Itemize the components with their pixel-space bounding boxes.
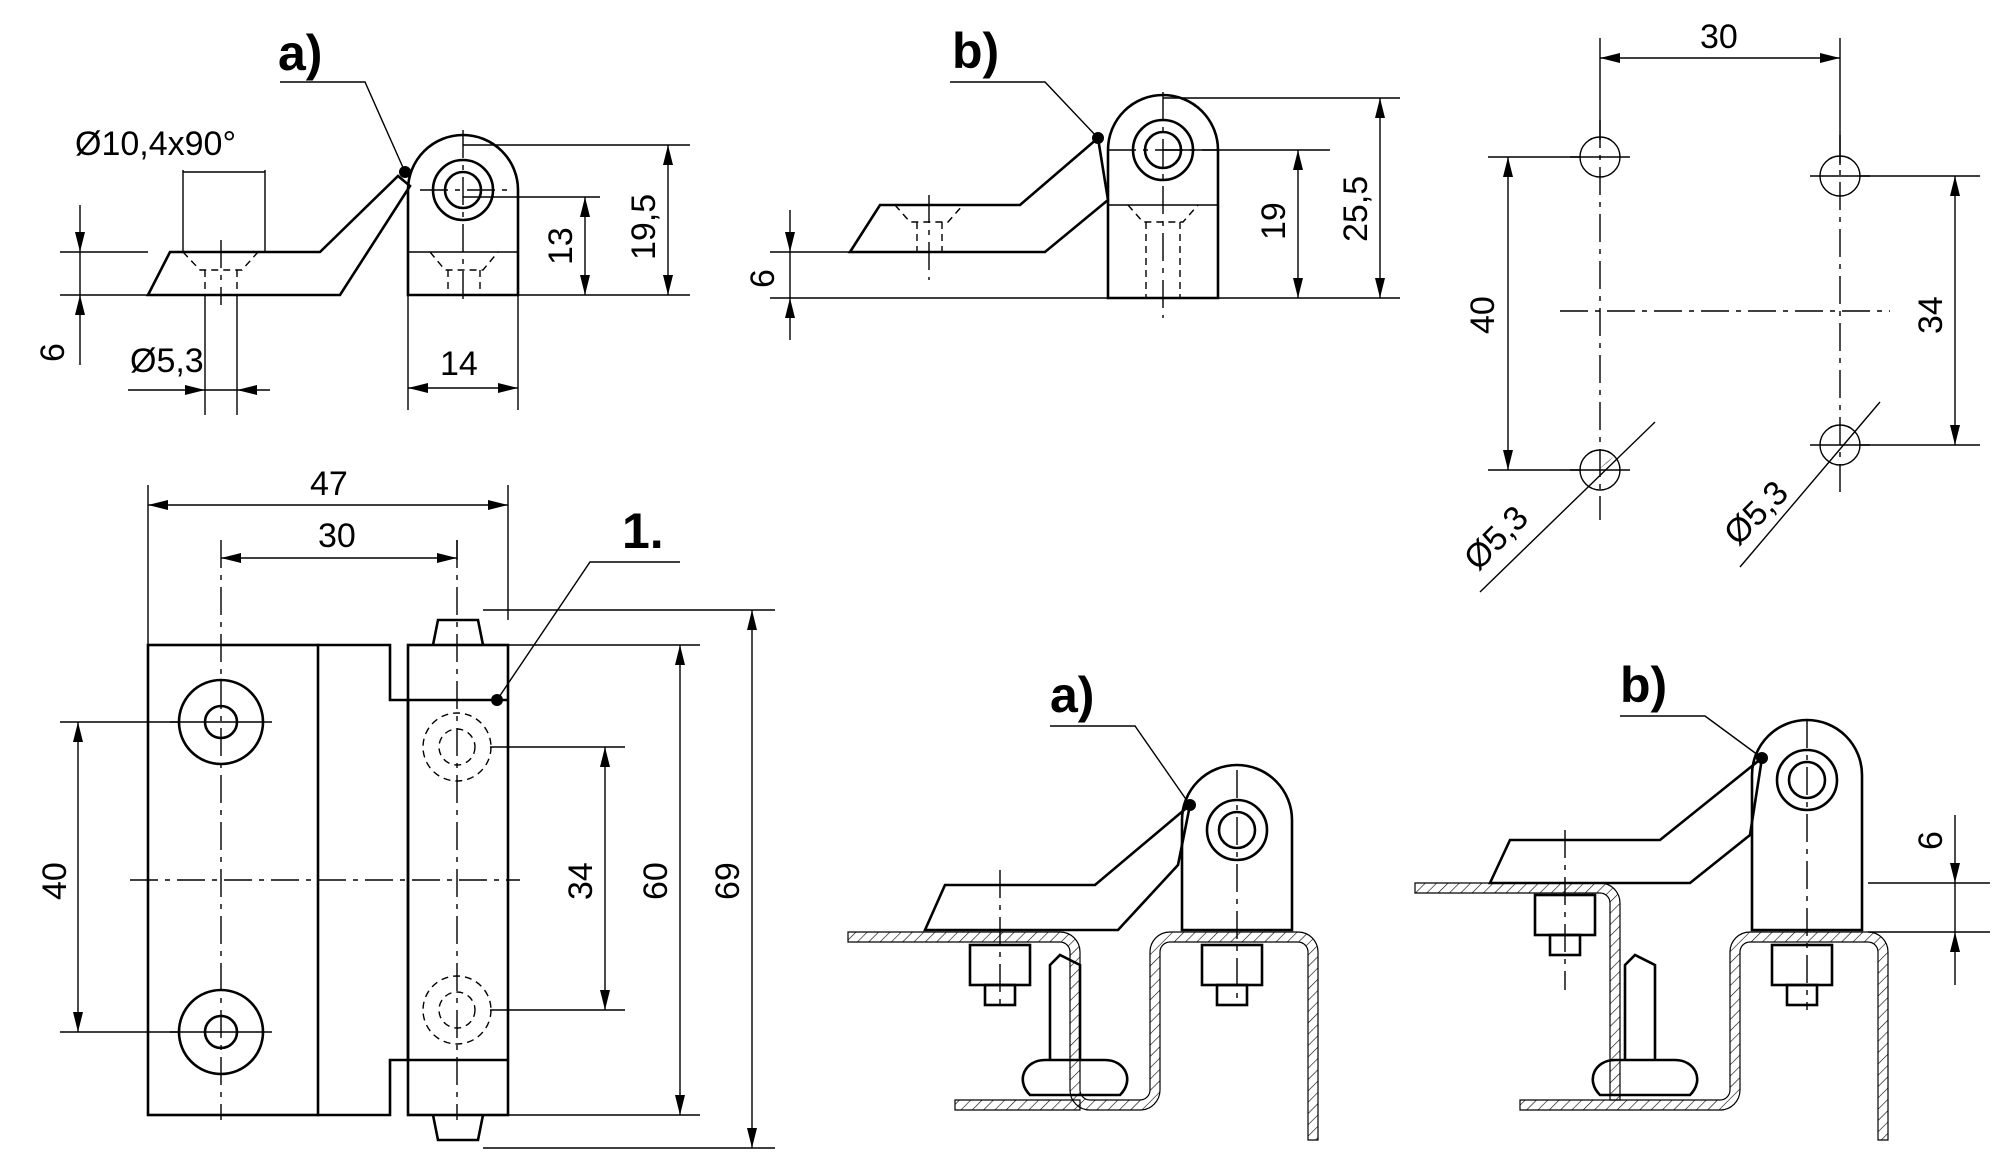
dim-b-height-19: 19: [1255, 202, 1293, 240]
installed-knuckle-b: [1750, 718, 1864, 932]
hinge-leaf-a: [145, 174, 412, 297]
label-item-1: 1.: [622, 503, 664, 559]
leader-dot: [399, 166, 411, 178]
nut-b2: [1770, 943, 1834, 987]
gasket-clip-b: [1623, 953, 1657, 1060]
dim-a-thickness: 6: [34, 343, 72, 362]
dim-front-47: 47: [310, 465, 348, 503]
door-panel-a: [954, 1099, 1081, 1111]
installed-leaf-b: [1487, 754, 1764, 885]
front-view: 1. 47 30 40 34 60: [36, 465, 775, 1149]
gasket-clip-a: [1048, 953, 1082, 1060]
dim-a-countersink: Ø10,4x90°: [75, 125, 236, 163]
dim-a-height-19-5: 19,5: [625, 194, 663, 260]
mounting-panel-b: [1519, 931, 1889, 1141]
dim-pattern-34: 34: [1912, 296, 1950, 334]
dim-b-height-25-5: 25,5: [1337, 176, 1375, 242]
side-view-a: a) 6 Ø10,4x90° Ø5,3: [34, 25, 690, 415]
dim-pattern-30: 30: [1700, 18, 1738, 56]
dim-front-40: 40: [36, 862, 74, 900]
label-view-b-bottom: b): [1620, 657, 1667, 713]
dim-a-height-13: 13: [542, 227, 580, 265]
dim-b-thickness: 6: [744, 269, 782, 288]
side-view-b: b) 6 19 25,5: [744, 23, 1400, 340]
installed-view-b: b) 6: [1414, 657, 1990, 1141]
installed-leaf-a: [922, 801, 1193, 932]
dim-install-b-6: 6: [1912, 831, 1950, 850]
leader-a-top: [280, 81, 406, 173]
mounting-panel-a: [847, 931, 1319, 1141]
leader-hole-right: [1739, 401, 1881, 568]
dim-front-30: 30: [318, 517, 356, 555]
leader-b-top: [950, 81, 1099, 139]
gasket-a: [1021, 1058, 1129, 1097]
dim-front-34: 34: [562, 862, 600, 900]
label-view-a-top: a): [278, 25, 322, 81]
label-view-a-bottom: a): [1050, 667, 1094, 723]
nut-a2: [1200, 943, 1264, 987]
knuckle-hole-hidden-a: [429, 251, 499, 295]
pin-head-bottom: [431, 1114, 485, 1142]
installed-knuckle-a: [1180, 763, 1294, 932]
hinge-knuckle-a: [406, 133, 520, 297]
hole-pattern: 30 40 34 Ø5,3 Ø5,3: [1457, 18, 1980, 593]
leader-a-bottom: [1050, 725, 1191, 806]
label-view-b-top: b): [952, 23, 999, 79]
dim-pattern-hole-right: Ø5,3: [1717, 474, 1796, 553]
countersink-hidden-a: [182, 251, 259, 295]
installed-view-a: a): [847, 667, 1319, 1141]
gasket-b: [1591, 1058, 1699, 1097]
leader-hole-left: [1479, 421, 1656, 593]
pin-head-top: [431, 618, 485, 646]
dim-a-width: 14: [440, 345, 478, 383]
leader-b-bottom: [1620, 715, 1763, 759]
door-panel-b: [1414, 882, 1621, 1101]
dim-a-hole: Ø5,3: [130, 342, 204, 380]
leader-item-1: [496, 561, 680, 701]
dim-pattern-40: 40: [1464, 296, 1502, 334]
dim-pattern-hole-left: Ø5,3: [1457, 499, 1536, 578]
hinge-leaf-b: [847, 135, 1110, 254]
dim-front-69: 69: [709, 862, 747, 900]
dim-front-60: 60: [637, 862, 675, 900]
hinge-knuckle-b: [1106, 93, 1220, 300]
